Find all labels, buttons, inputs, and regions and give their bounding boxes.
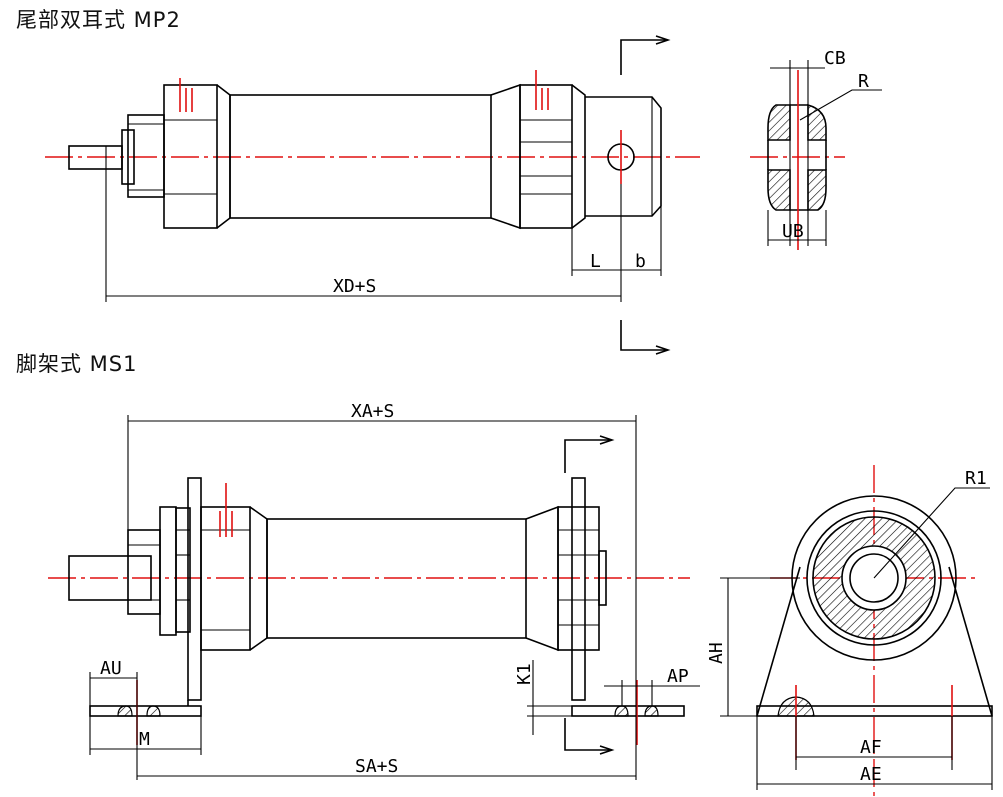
label-k1: K1 <box>514 663 535 685</box>
ms1-dimensions <box>89 415 700 780</box>
ms1-end-view <box>720 465 993 797</box>
mp2-cylinder-side-view <box>45 35 700 355</box>
label-af: AF <box>860 737 882 758</box>
label-ub: UB <box>782 221 804 242</box>
mp2-clevis-section <box>750 60 882 250</box>
label-l: L <box>590 251 601 272</box>
section-title-mp2: 尾部双耳式 MP2 <box>16 8 181 32</box>
label-ah: AH <box>706 642 727 664</box>
ms1-cylinder-side-view <box>48 435 690 755</box>
label-sa-s: SA+S <box>355 756 398 777</box>
label-xa-s: XA+S <box>351 401 394 422</box>
section-title-ms1: 脚架式 MS1 <box>16 352 138 376</box>
label-r: R <box>858 71 869 92</box>
label-r1: R1 <box>965 468 987 489</box>
label-m: M <box>139 729 150 750</box>
label-ae: AE <box>860 764 882 785</box>
label-b: b <box>635 251 646 272</box>
label-ap: AP <box>667 666 689 687</box>
label-xd-s: XD+S <box>333 276 376 297</box>
label-cb: CB <box>824 48 846 69</box>
mp2-dimensions <box>105 169 662 302</box>
label-au: AU <box>100 658 122 679</box>
